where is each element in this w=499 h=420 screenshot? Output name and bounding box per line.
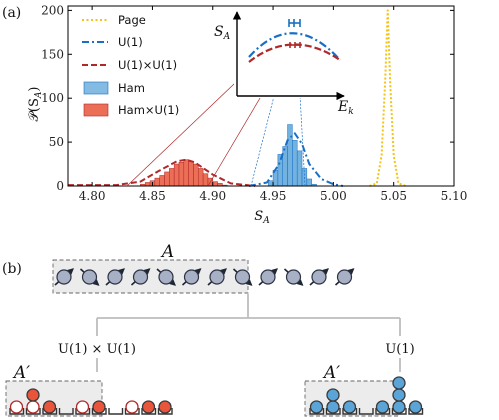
- legend-u1u1-label: U(1)×U(1): [118, 58, 177, 72]
- chart-marks: [68, 9, 407, 187]
- hamu1-bar: [144, 182, 151, 187]
- inset-x-label: Ek: [337, 99, 354, 117]
- spin-site: [79, 268, 100, 286]
- inset-plot: SA Ek: [214, 11, 354, 117]
- y-tick-label: 0: [56, 179, 64, 193]
- boson-particle: [92, 400, 106, 414]
- spin-site: [181, 268, 202, 286]
- ham-bar: [267, 180, 274, 187]
- x-tick-label: 4.85: [139, 189, 166, 203]
- hamu1-bar: [178, 162, 185, 187]
- histogram-chart: 4.80 4.85 4.90 4.95 5.00 5.05 5.10 0 50 100 150 200: [41, 3, 467, 203]
- boson-particle: [392, 400, 406, 414]
- inset-u1-curve: [248, 32, 341, 61]
- legend-ham-label: Ham: [118, 81, 145, 95]
- left-boson-lattice: [9, 388, 175, 414]
- spin-site: [207, 268, 227, 286]
- hole-particle: [26, 400, 40, 414]
- x-axis-label: SA: [254, 209, 270, 226]
- spin-site: [130, 268, 151, 286]
- hamu1-bar: [202, 173, 209, 187]
- y-tick-label: 200: [41, 3, 64, 17]
- y-tick-label: 100: [41, 91, 64, 105]
- legend-page-label: Page: [118, 13, 146, 27]
- inset-u1-errorbar: [288, 19, 301, 27]
- boson-particle: [392, 376, 406, 390]
- hamu1-bar: [164, 171, 170, 187]
- hamu1-bar: [212, 181, 218, 187]
- boson-particle: [326, 400, 340, 414]
- u1-label: U(1): [385, 342, 414, 357]
- right-boson-lattice: [309, 376, 426, 414]
- boson-particle: [392, 388, 406, 402]
- hole-particle: [9, 400, 24, 414]
- hamu1-bar: [183, 159, 189, 187]
- ham-bar: [282, 146, 288, 187]
- legend-u1-label: U(1): [118, 35, 143, 49]
- hamu1-bar: [188, 161, 194, 187]
- y-axis-label: 𝒫(SA): [27, 87, 44, 122]
- ham-bar: [287, 124, 293, 187]
- boson-particle: [326, 388, 340, 402]
- inset-u1u1-errorbar: [289, 42, 301, 48]
- inset-y-label: SA: [214, 24, 231, 42]
- spin-site: [232, 268, 253, 286]
- boson-particle: [26, 388, 40, 402]
- hole-particle: [75, 400, 90, 414]
- hamu1-bar: [193, 163, 199, 187]
- x-tick-label: 5.05: [380, 189, 407, 203]
- hamu1-bar: [154, 177, 160, 187]
- hamu1-bar: [159, 175, 165, 187]
- x-tick-label: 5.10: [441, 189, 468, 203]
- hamu1-bar: [173, 163, 180, 187]
- chart-axes: [67, 5, 455, 187]
- x-tick-label: 4.90: [199, 189, 226, 203]
- plot-frame: [67, 5, 455, 187]
- legend-hamu1-label: Ham×U(1): [118, 103, 179, 117]
- spin-site: [258, 268, 278, 286]
- u1xu1-label: U(1) × U(1): [58, 342, 136, 357]
- boson-particle: [408, 400, 423, 414]
- hole-particle: [125, 400, 139, 414]
- tree-connector: [96, 294, 401, 372]
- y-tick-label: 150: [41, 47, 64, 61]
- right-subsystem-label: A′: [322, 363, 340, 383]
- chart-legend: Page U(1) U(1)×U(1) Ham Ham×U(1): [82, 13, 179, 117]
- ham-bar: [292, 140, 298, 187]
- y-tick-label: 50: [49, 135, 64, 149]
- spin-site: [334, 268, 355, 286]
- legend-ham-swatch: [83, 81, 109, 95]
- boson-particle: [141, 400, 156, 414]
- spin-site: [156, 268, 176, 286]
- u1-curve: [248, 132, 344, 187]
- page-curve: [369, 9, 407, 187]
- spin-site: [105, 268, 125, 286]
- x-tick-label: 5.00: [320, 189, 347, 203]
- x-tick-label: 4.95: [260, 189, 287, 203]
- left-subsystem-label: A′: [12, 363, 30, 383]
- ham-bar: [306, 178, 312, 187]
- panel-a-label: (a): [2, 5, 21, 21]
- boson-particle: [375, 400, 390, 414]
- legend-hamu1-swatch: [83, 103, 109, 117]
- boson-particle: [309, 400, 324, 414]
- boson-particle: [42, 400, 57, 414]
- spin-chain: [54, 268, 355, 286]
- subsystem-a-label: A: [160, 242, 174, 262]
- inset-u1u1-curve: [248, 43, 341, 63]
- u1u1-curve: [68, 158, 256, 187]
- spin-site: [309, 268, 329, 286]
- boson-particle: [158, 400, 172, 414]
- hamu1-bar: [198, 168, 204, 187]
- chart-ticks: 4.80 4.85 4.90 4.95 5.00 5.05 5.10 0 50 100 150 200: [41, 3, 467, 203]
- spin-site: [54, 268, 74, 286]
- ham-bar: [296, 150, 303, 187]
- boson-particle: [342, 400, 357, 414]
- panel-b-label: (b): [2, 261, 22, 277]
- hamu1-bar: [169, 168, 175, 187]
- spin-site: [283, 268, 304, 286]
- x-tick-label: 4.80: [79, 189, 106, 203]
